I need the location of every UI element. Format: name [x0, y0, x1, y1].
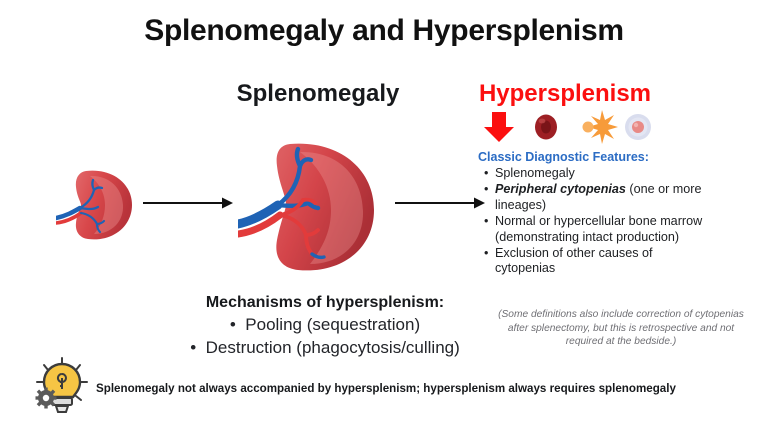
mechanisms-title: Mechanisms of hypersplenism:: [205, 294, 445, 311]
lightbulb-gear-icon: [35, 357, 88, 413]
mechanisms-block: Mechanisms of hypersplenism: Pooling (se…: [160, 294, 490, 359]
list-item: Pooling (sequestration): [160, 313, 490, 336]
enlarged-spleen-illustration: [238, 143, 374, 271]
hypersplenism-heading: Hypersplenism: [478, 80, 652, 107]
page-title: Splenomegaly and Hypersplenism: [144, 14, 624, 47]
list-item: Peripheral cytopenias (one or more linea…: [484, 182, 710, 213]
panel-note: (Some definitions also include correctio…: [498, 309, 744, 348]
arrow-normal-to-enlarged: [143, 197, 233, 209]
red-blood-cell-icon: [535, 114, 557, 140]
mechanisms-list: Pooling (sequestration) Destruction (pha…: [160, 313, 490, 359]
normal-spleen-illustration: [56, 170, 132, 240]
platelet-icon: [582, 110, 618, 144]
arrow-enlarged-to-features: [395, 197, 485, 209]
footer-caption: Splenomegaly not always accompanied by h…: [96, 382, 676, 395]
panel-heading: Classic Diagnostic Features:: [478, 150, 649, 164]
white-blood-cell-icon: [625, 114, 651, 140]
splenomegaly-heading: Splenomegaly: [236, 80, 400, 107]
list-item: Exclusion of other causes of cytopenias: [484, 246, 710, 277]
diagnostic-features-list: Splenomegaly Peripheral cytopenias (one …: [478, 166, 710, 277]
list-item: Destruction (phagocytosis/culling): [160, 336, 490, 359]
cell-icon-row: [484, 110, 651, 144]
down-arrow-icon: [484, 112, 514, 142]
list-item: Normal or hypercellular bone marrow (dem…: [484, 214, 710, 245]
gear-icon: [35, 387, 57, 409]
diagnostic-features-panel: Classic Diagnostic Features: Splenomegal…: [478, 150, 710, 278]
list-item: Splenomegaly: [484, 166, 710, 182]
